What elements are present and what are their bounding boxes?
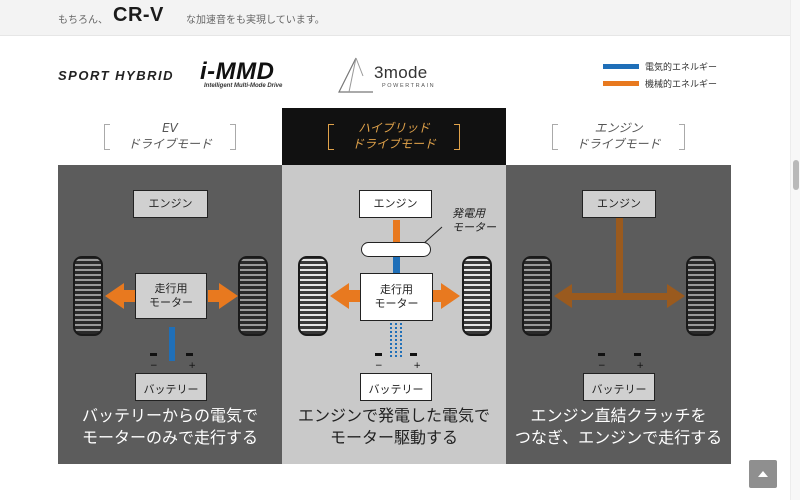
mode-caption: エンジン直結クラッチを つなぎ、エンジンで走行する [514, 406, 723, 447]
mode-caption: バッテリーからの電気で モーターのみで走行する [81, 406, 258, 447]
generator-motor-icon [361, 242, 431, 257]
tire-right [462, 256, 492, 336]
engine-box: エンジン [582, 190, 656, 218]
legend-swatch-mechanical [603, 81, 639, 86]
battery-box: バッテリー [360, 373, 432, 401]
legend-item-mechanical: 機械的エネルギー [603, 75, 743, 92]
legend-swatch-electric [603, 64, 639, 69]
mode-caption: エンジンで発電した電気で モーター駆動する [297, 406, 490, 447]
battery-box: バッテリー [135, 373, 207, 401]
powertrain-wordmark: POWERTRAIN [382, 83, 436, 89]
generator-label: 発電用 モーター [452, 207, 496, 234]
immd-wordmark: i-MMD [200, 58, 275, 85]
3mode-triangle-icon [338, 57, 373, 93]
battery-box: バッテリー [583, 373, 655, 401]
3mode-wordmark: 3mode [374, 63, 428, 82]
mode-title: EV ドライブモード [127, 121, 212, 151]
bracket-left [552, 124, 558, 150]
legend-label: 電気的エネルギー [645, 63, 718, 73]
drive-motor-box: 走行用 モーター [135, 273, 207, 319]
chevron-up-icon [758, 471, 768, 477]
scrollbar-thumb[interactable] [793, 160, 799, 190]
sport-hybrid-wordmark: SPORT HYBRID [58, 68, 174, 83]
bracket-left [104, 124, 110, 150]
sport-hybrid-logo: SPORT HYBRID i-MMD Intelligent Multi-Mod… [58, 58, 318, 94]
battery-terminals: − + [598, 361, 658, 371]
bracket-right [230, 124, 236, 150]
legend-label: 機械的エネルギー [645, 80, 718, 90]
panel-engine: エンジン − + バッテリー エンジン直結クラッチを つなぎ、エンジンで走行する [506, 165, 731, 464]
page-scrollbar[interactable] [790, 0, 800, 500]
panel-hybrid: エンジン 発電用 モーター 走行用 モーター − + バッテリー エンジンで発電… [282, 165, 506, 464]
back-to-top-button[interactable] [749, 460, 777, 488]
battery-terminals: − + [150, 361, 210, 371]
bracket-right [679, 124, 685, 150]
tire-right [686, 256, 716, 336]
intro-text: もちろん、な加速音をも実現しています。 [58, 15, 325, 26]
tire-right [238, 256, 268, 336]
panel-ev: エンジン 走行用 モーター − + バッテリー バッテリーからの電気で モーター… [58, 165, 282, 464]
mode-header-ev: EV ドライブモード [58, 108, 282, 165]
immd-tagline: Intelligent Multi-Mode Drive [204, 83, 283, 89]
tire-left [522, 256, 552, 336]
mode-header-hybrid: ハイブリッド ドライブモード [282, 108, 506, 173]
tire-left [298, 256, 328, 336]
bracket-right [454, 124, 460, 150]
3mode-logo: 3mode POWERTRAIN [336, 56, 456, 96]
drive-mode-diagram: EV ドライブモード ハイブリッド ドライブモード エンジン ドライブモード エ… [58, 108, 731, 464]
model-name: CR-V [109, 4, 168, 27]
engine-box: エンジン [133, 190, 208, 218]
engine-box: エンジン [359, 190, 432, 218]
tire-left [73, 256, 103, 336]
mode-title: ハイブリッド ドライブモード [351, 121, 436, 151]
energy-legend: 電気的エネルギー 機械的エネルギー [603, 58, 743, 92]
top-strip: もちろん、な加速音をも実現しています。 CR-V [0, 0, 800, 36]
energy-flow-engine [554, 218, 685, 356]
mode-title: エンジン ドライブモード [576, 121, 661, 151]
bracket-left [328, 124, 334, 150]
drive-motor-box: 走行用 モーター [360, 273, 433, 321]
mode-header-engine: エンジン ドライブモード [506, 108, 731, 165]
energy-flow-ev [105, 283, 238, 361]
battery-terminals: − + [375, 361, 435, 371]
legend-item-electric: 電気的エネルギー [603, 58, 743, 75]
